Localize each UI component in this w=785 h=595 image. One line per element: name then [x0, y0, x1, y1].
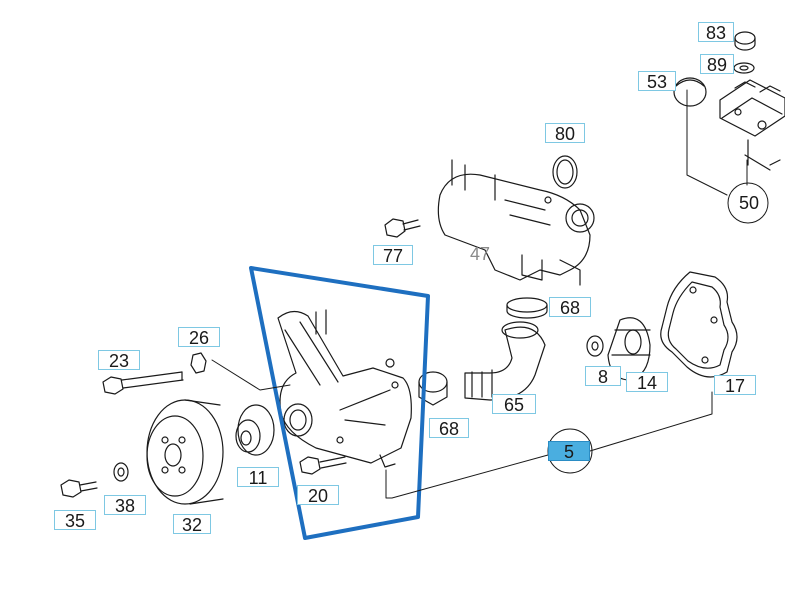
callout-8[interactable]: 8 — [585, 366, 621, 387]
part-26-spacer — [190, 352, 207, 374]
part-23-bolt — [102, 371, 184, 395]
part-8-nut — [586, 335, 604, 357]
part-32-pulley — [146, 399, 224, 505]
callout-32[interactable]: 32 — [173, 514, 211, 535]
callout-53[interactable]: 53 — [638, 71, 676, 92]
callout-38[interactable]: 38 — [104, 495, 146, 516]
leader-lines — [211, 89, 748, 499]
callout-14[interactable]: 14 — [626, 372, 668, 393]
part-80-o-ring — [552, 155, 578, 189]
part-77-bolt — [384, 218, 421, 238]
callout-17[interactable]: 17 — [714, 375, 756, 396]
callout-20[interactable]: 20 — [297, 485, 339, 506]
part-68-clamp-upper — [506, 297, 548, 319]
part-65-hose — [464, 321, 546, 401]
part-35-bolt — [60, 479, 98, 498]
callout-5[interactable]: 5 — [548, 441, 590, 462]
callout-68-lower[interactable]: 68 — [429, 418, 469, 439]
callout-23[interactable]: 23 — [98, 350, 140, 371]
callout-89[interactable]: 89 — [700, 54, 734, 75]
part-50-coolant-pipe — [719, 79, 785, 171]
callout-11[interactable]: 11 — [237, 467, 279, 488]
part-47-thermostat-housing — [437, 159, 595, 286]
callout-77[interactable]: 77 — [373, 245, 413, 266]
part-68-clamp-lower — [418, 371, 448, 406]
callout-68-upper[interactable]: 68 — [549, 297, 591, 318]
part-89-washer — [733, 62, 755, 74]
part-20-bolt — [299, 456, 347, 475]
circle-50 — [727, 182, 769, 224]
part-5-water-pump — [277, 309, 412, 468]
part-53-cap — [673, 77, 707, 107]
callout-35[interactable]: 35 — [54, 510, 96, 531]
callout-50[interactable]: 50 — [738, 193, 760, 213]
highlight-outline — [249, 266, 430, 540]
part-11-hub — [235, 404, 275, 456]
callout-65[interactable]: 65 — [492, 394, 536, 415]
callout-26[interactable]: 26 — [178, 327, 220, 348]
part-38-washer — [113, 462, 129, 482]
callout-80[interactable]: 80 — [545, 123, 585, 144]
part-17-gasket — [660, 271, 738, 378]
part-83-plug — [734, 31, 756, 51]
callout-83[interactable]: 83 — [698, 22, 734, 43]
callout-47[interactable]: 47 — [469, 244, 491, 264]
